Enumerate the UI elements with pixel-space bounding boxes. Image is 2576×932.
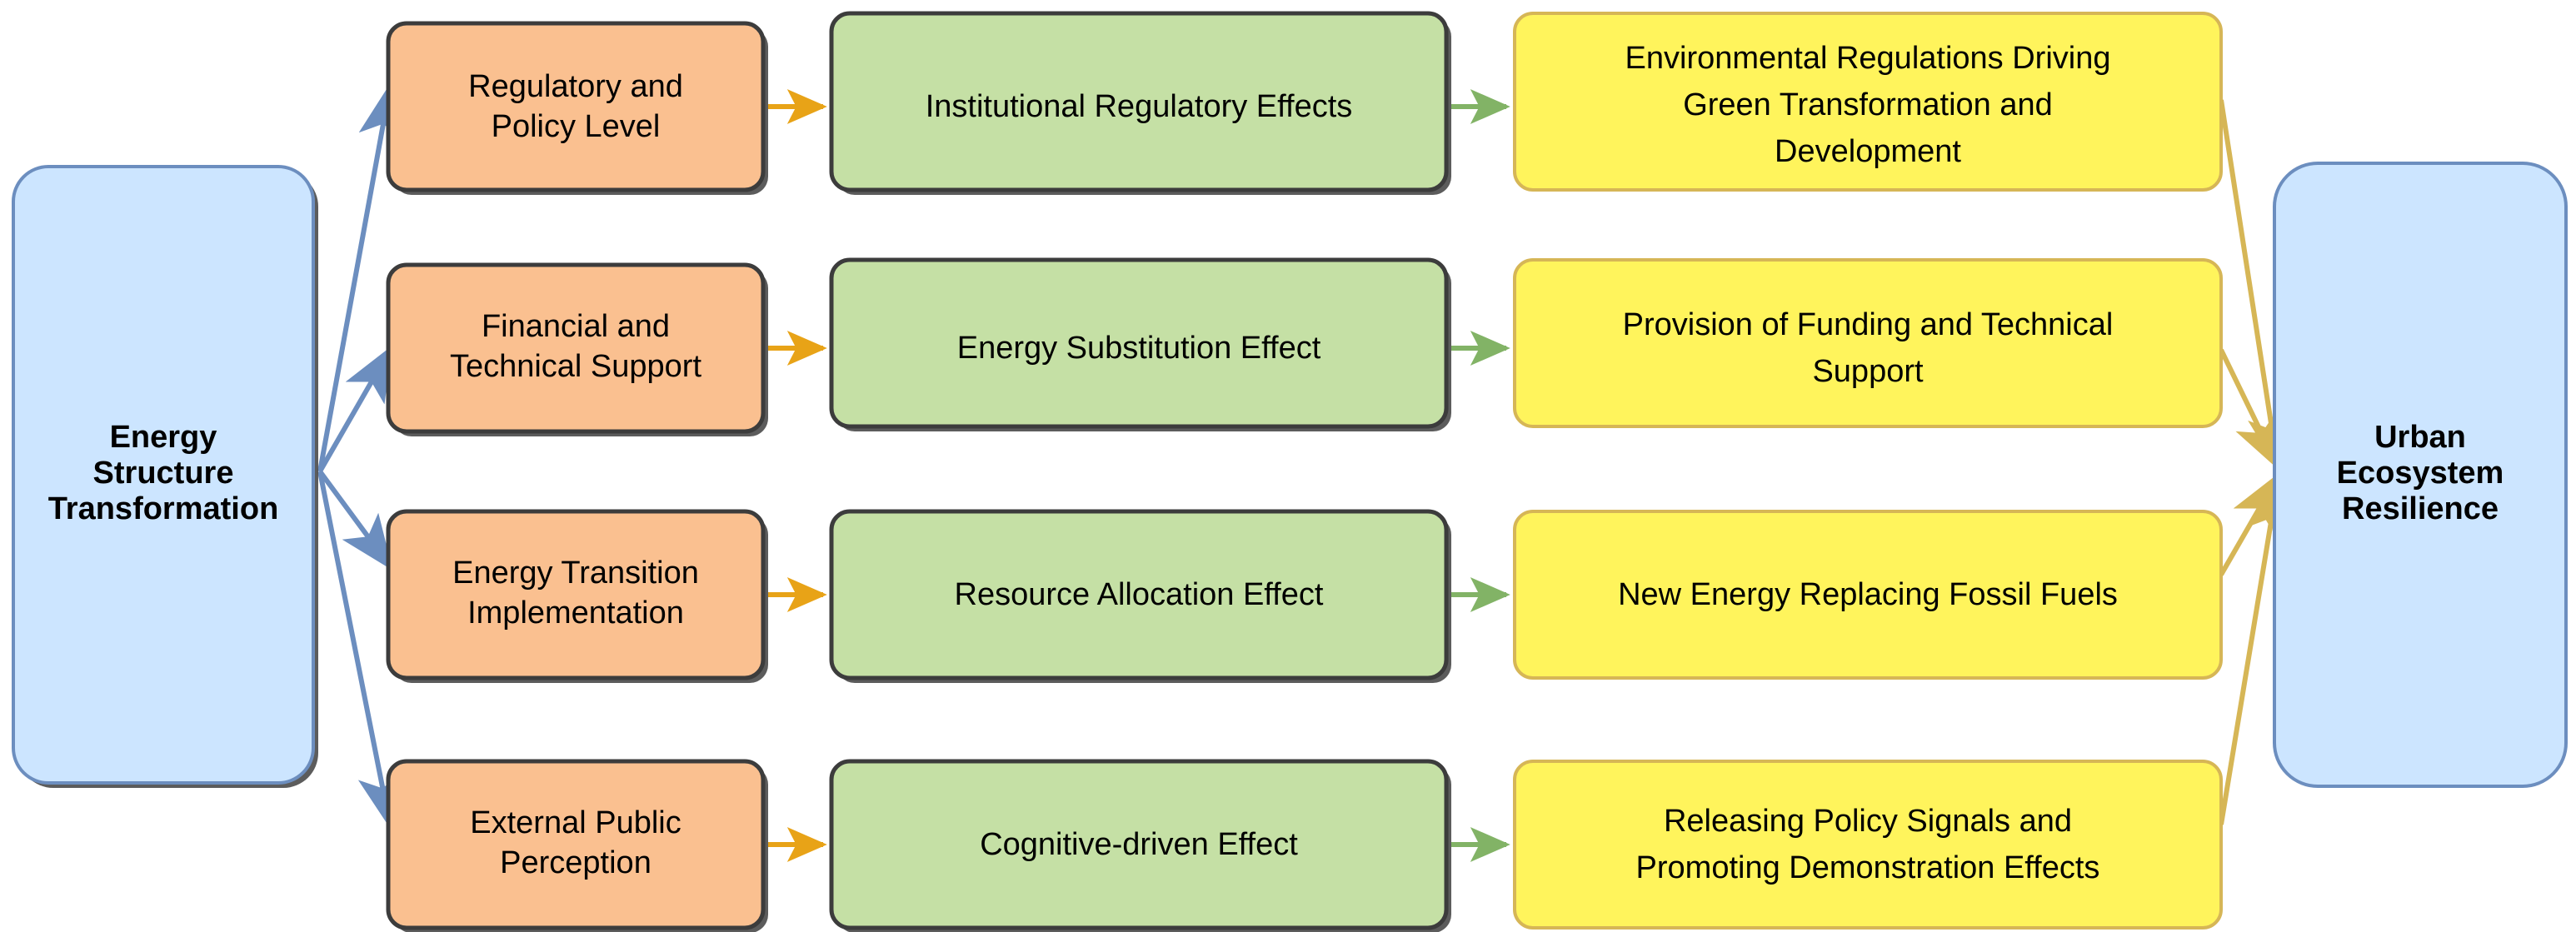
source-label-line-3: Transformation: [48, 491, 279, 526]
level-3-label-line-2: Implementation: [467, 596, 684, 630]
node-effect-2[interactable]: Energy Substitution Effect: [829, 257, 1451, 431]
outcome-2-label-line-2: Support: [1812, 354, 1924, 389]
node-outcome-2[interactable]: Provision of Funding and Technical Suppo…: [1513, 258, 2223, 428]
node-outcome-4[interactable]: Releasing Policy Signals and Promoting D…: [1513, 760, 2223, 930]
node-level-4[interactable]: External Public Perception: [386, 759, 768, 932]
node-energy-structure-transformation[interactable]: Energy Structure Transformation: [12, 165, 318, 788]
edge-outcome-4-to-target: [2219, 476, 2292, 825]
node-outcome-3[interactable]: New Energy Replacing Fossil Fuels: [1513, 510, 2223, 680]
outcome-4-label-line-2: Promoting Demonstration Effects: [1636, 850, 2100, 885]
edge-source-to-level-4: [317, 471, 402, 830]
target-label-line-3: Resilience: [2342, 491, 2499, 526]
node-effect-4[interactable]: Cognitive-driven Effect: [829, 759, 1451, 932]
effect-4-label: Cognitive-driven Effect: [980, 827, 1298, 862]
node-level-2[interactable]: Financial and Technical Support: [386, 262, 768, 436]
level-2-label-line-2: Technical Support: [450, 349, 702, 384]
target-label-line-2: Ecosystem: [2337, 456, 2504, 491]
outcome-2-label-line-1: Provision of Funding and Technical: [1623, 307, 2114, 342]
edge-source-to-level-3: [317, 470, 393, 571]
level-2-label-line-1: Financial and: [482, 309, 670, 344]
level-3-label-line-1: Energy Transition: [452, 556, 699, 591]
node-level-1[interactable]: Regulatory and Policy Level: [386, 21, 768, 195]
outcome-4-label-line-1: Releasing Policy Signals and: [1664, 804, 2072, 839]
edge-source-to-level-2: [317, 345, 392, 473]
level-1-label-line-2: Policy Level: [492, 109, 661, 144]
level-4-label-line-2: Perception: [500, 845, 651, 880]
effect-1-label: Institutional Regulatory Effects: [926, 89, 1353, 124]
outcome-3-label: New Energy Replacing Fossil Fuels: [1618, 577, 2118, 612]
target-label-line-1: Urban: [2374, 420, 2466, 455]
source-label-line-1: Energy: [110, 420, 217, 455]
node-urban-ecosystem-resilience[interactable]: Urban Ecosystem Resilience: [2273, 162, 2568, 788]
node-level-3[interactable]: Energy Transition Implementation: [386, 509, 768, 683]
edges-source-to-levels: [317, 82, 403, 830]
outcome-1-label-line-1: Environmental Regulations Driving: [1625, 41, 2111, 76]
effect-2-label: Energy Substitution Effect: [957, 331, 1321, 366]
outcome-1-label-line-3: Development: [1775, 134, 1961, 169]
source-label-line-2: Structure: [93, 456, 234, 491]
edge-source-to-level-1: [317, 82, 403, 472]
level-1-label-line-1: Regulatory and: [468, 69, 683, 104]
outcome-1-label-line-2: Green Transformation and: [1683, 87, 2053, 122]
node-effect-3[interactable]: Resource Allocation Effect: [829, 509, 1451, 683]
edge-outcome-2-to-target: [2219, 348, 2280, 471]
node-effect-1[interactable]: Institutional Regulatory Effects: [829, 11, 1451, 195]
node-outcome-1[interactable]: Environmental Regulations Driving Green …: [1513, 12, 2223, 192]
effect-3-label: Resource Allocation Effect: [955, 577, 1324, 612]
level-4-label-line-1: External Public: [470, 805, 681, 840]
edge-outcome-1-to-target: [2219, 99, 2293, 471]
edges-outcomes-to-target: [2219, 99, 2293, 825]
